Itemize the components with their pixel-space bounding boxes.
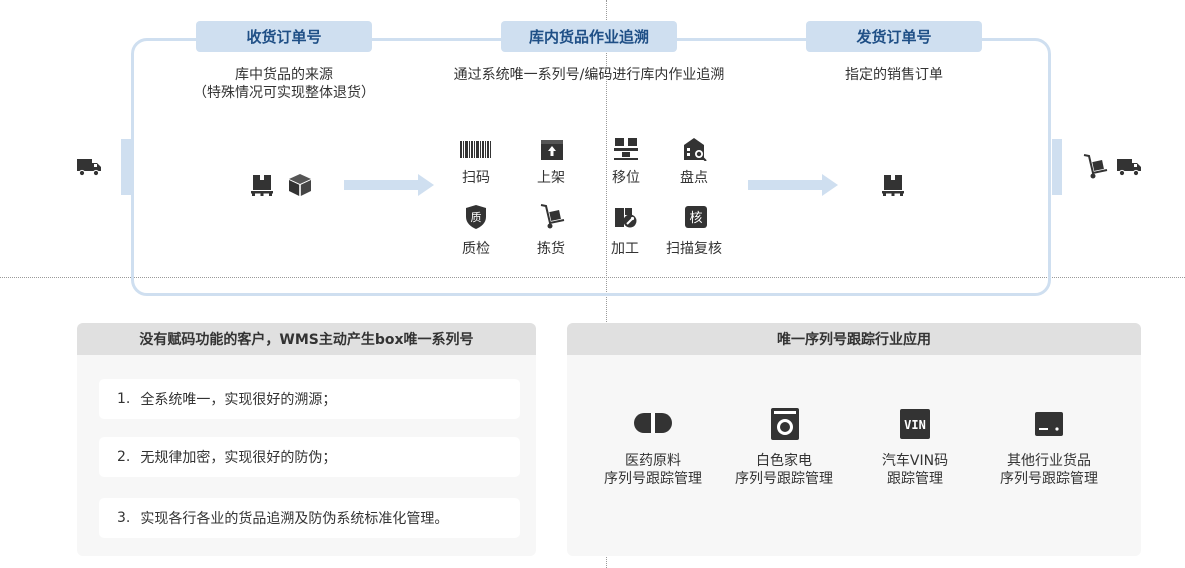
- feature-num: 1.: [117, 391, 131, 407]
- feature-text: 无规律加密，实现很好的防伪；: [140, 450, 337, 466]
- feature-card-3: 3. 实现各行各业的货品追溯及防伪系统标准化管理。: [99, 498, 520, 538]
- left-panel-title: 没有赋码功能的客户，WMS主动产生box唯一系列号: [77, 323, 536, 355]
- feature-text: 全系统唯一，实现很好的溯源；: [140, 392, 337, 408]
- app-pharma-line1: 医药原料: [625, 453, 681, 469]
- processing-icon: [614, 205, 638, 229]
- op-label-verify: 扫描复核: [666, 241, 722, 257]
- vin-icon: VIN: [899, 408, 931, 440]
- flow-arrow-2: [748, 173, 840, 201]
- svg-text:质: 质: [471, 211, 482, 224]
- relocate-icon: [613, 137, 639, 161]
- op-label-quality: 质检: [462, 241, 490, 257]
- app-other-line2: 序列号跟踪管理: [1000, 471, 1098, 487]
- stage-receive-desc-line2: （特殊情况可实现整体退货）: [193, 85, 375, 101]
- feature-card-2: 2. 无规律加密，实现很好的防伪；: [99, 437, 520, 477]
- app-vin-line1: 汽车VIN码: [881, 453, 949, 469]
- app-pharma-line2: 序列号跟踪管理: [604, 471, 702, 487]
- app-vin: 汽车VIN码 跟踪管理: [845, 452, 985, 488]
- op-label-scan: 扫码: [462, 170, 490, 186]
- flow-right-tab: [1052, 139, 1062, 195]
- app-pharma: 医药原料 序列号跟踪管理: [583, 452, 723, 488]
- flow-arrow-1: [344, 173, 436, 201]
- op-label-relocate: 移位: [612, 170, 640, 186]
- stage-receive-title: 收货订单号: [196, 21, 372, 52]
- quality-shield-icon: 质: [464, 204, 488, 230]
- barcode-icon: [460, 140, 492, 160]
- incoming-truck-icon: [76, 156, 102, 178]
- op-label-inventory: 盘点: [680, 170, 708, 186]
- app-other-line1: 其他行业货品: [1007, 453, 1091, 469]
- right-panel-title: 唯一序列号跟踪行业应用: [567, 323, 1141, 355]
- feature-num: 2.: [117, 449, 131, 465]
- pill-icon: [632, 410, 674, 436]
- shipment-pallet-icon: [881, 172, 907, 198]
- feature-card-1: 1. 全系统唯一，实现很好的溯源；: [99, 379, 520, 419]
- svg-text:核: 核: [689, 211, 702, 226]
- svg-text:VIN: VIN: [904, 418, 926, 432]
- package-cube-icon: [287, 172, 313, 198]
- stage-receive-desc-line1: 库中货品的来源: [235, 67, 333, 83]
- stage-ship-desc: 指定的销售订单: [845, 67, 943, 83]
- op-label-processing: 加工: [611, 241, 639, 257]
- hand-truck-icon: [539, 203, 567, 231]
- stage-warehouse-title: 库内货品作业追溯: [501, 21, 677, 52]
- stage-ship-title: 发货订单号: [806, 21, 982, 52]
- inventory-check-icon: [682, 137, 708, 161]
- app-appliance-line2: 序列号跟踪管理: [735, 471, 833, 487]
- verify-icon: 核: [684, 205, 708, 229]
- app-appliance-line1: 白色家电: [756, 453, 812, 469]
- app-vin-line2: 跟踪管理: [887, 471, 943, 487]
- app-other: 其他行业货品 序列号跟踪管理: [979, 452, 1119, 488]
- washing-machine-icon: [770, 407, 800, 441]
- op-label-shelve: 上架: [537, 170, 565, 186]
- guide-line-horizontal: [0, 277, 1185, 278]
- shelve-box-icon: [540, 137, 564, 161]
- outgoing-handtruck-icon: [1082, 153, 1110, 181]
- right-panel: 唯一序列号跟踪行业应用: [567, 323, 1141, 556]
- op-label-picking: 拣货: [537, 241, 565, 257]
- stage-receive-desc: 库中货品的来源 （特殊情况可实现整体退货）: [184, 66, 384, 102]
- flow-left-tab: [121, 139, 131, 195]
- pallet-box-icon: [250, 172, 276, 198]
- feature-text: 实现各行各业的货品追溯及防伪系统标准化管理。: [140, 511, 449, 527]
- device-icon: [1034, 410, 1064, 438]
- stage-warehouse-desc: 通过系统唯一系列号/编码进行库内作业追溯: [453, 67, 725, 83]
- outgoing-truck-icon: [1116, 156, 1142, 178]
- feature-num: 3.: [117, 510, 131, 526]
- guide-line-vertical: [606, 0, 607, 568]
- app-appliance: 白色家电 序列号跟踪管理: [714, 452, 854, 488]
